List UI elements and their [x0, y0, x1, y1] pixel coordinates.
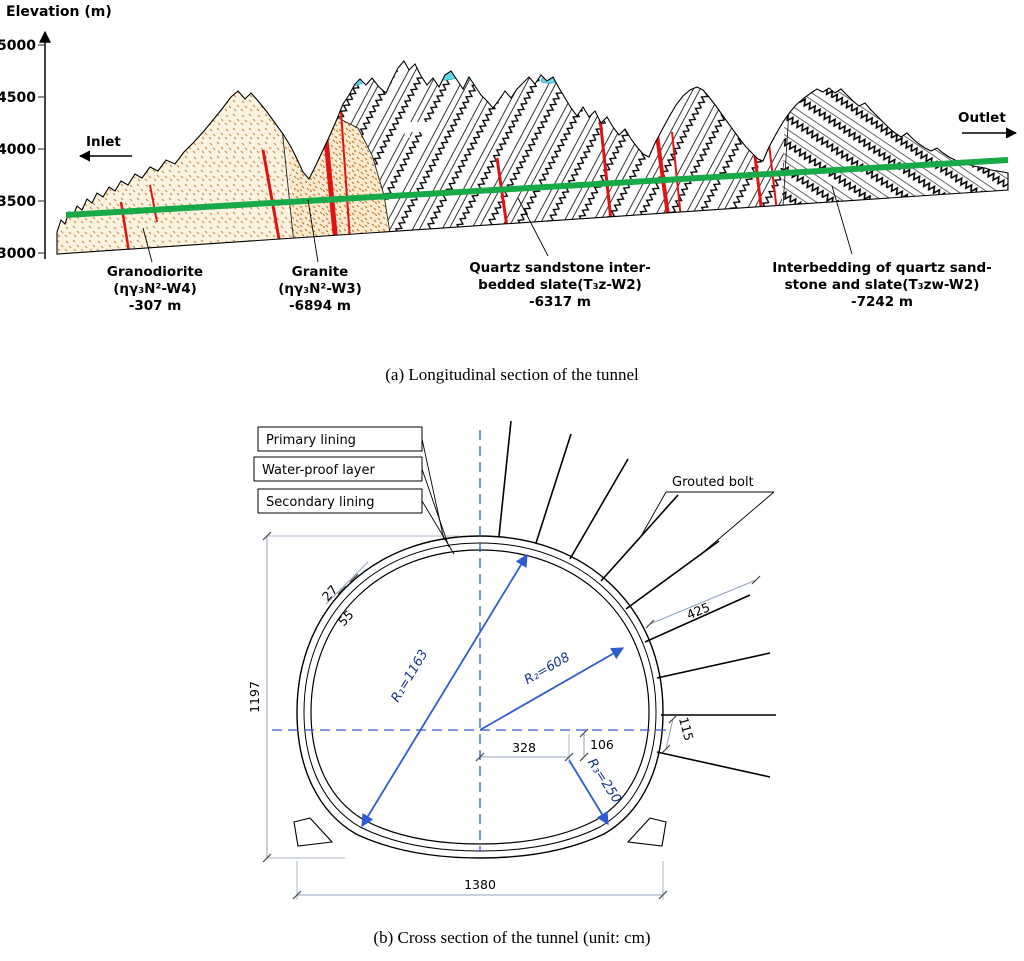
primary-lining-box — [257, 426, 423, 452]
tick-5000: 5000 — [0, 38, 36, 54]
axis-ticks — [38, 44, 45, 254]
r1-arrow — [361, 553, 528, 828]
cross-section: R₁=1163 R₂=608 R₃=250 328 106 425 — [247, 420, 776, 947]
svg-text:27: 27 — [319, 582, 341, 604]
svg-text:1380: 1380 — [464, 877, 496, 892]
svg-text:55: 55 — [335, 607, 357, 629]
tick-4000: 4000 — [0, 142, 36, 158]
dim-lining-thickness: 27 55 — [319, 561, 369, 629]
label-granodiorite: Granodiorite (ηγ₃N²-W4) -307 m — [107, 264, 203, 314]
lining-callouts: Primary lining Water-proof layer Seconda… — [253, 426, 455, 555]
region-interbedded-sandstone-slate — [780, 61, 1008, 254]
r1-label: R₁=1163 — [389, 647, 432, 705]
svg-text:-7242 m: -7242 m — [851, 294, 913, 310]
formation-leaders — [142, 185, 853, 263]
terrain-outline — [56, 60, 1009, 255]
svg-text:Granodiorite: Granodiorite — [107, 264, 203, 280]
dim-115: 115 — [661, 714, 697, 754]
secondary-lining-box — [257, 488, 423, 514]
waterproof-layer-label: Water-proof layer — [262, 463, 375, 478]
dim-328: 328 — [475, 734, 574, 764]
svg-text:1197: 1197 — [247, 681, 262, 713]
dim-106: 106 — [579, 728, 614, 762]
lining-outer — [296, 535, 664, 859]
dim-425: 425 — [645, 575, 761, 629]
svg-text:Quartz sandstone inter-: Quartz sandstone inter- — [469, 260, 651, 276]
label-interbedding: Interbedding of quartz sand- stone and s… — [772, 260, 992, 310]
axis-title: Elevation (m) — [6, 4, 112, 20]
contact-granodiorite-granite — [281, 127, 296, 254]
svg-text:bedded slate(T₃z-W2): bedded slate(T₃z-W2) — [478, 277, 642, 293]
svg-text:(ηγ₃N²-W4): (ηγ₃N²-W4) — [113, 281, 197, 297]
white-arrow-icon — [396, 116, 432, 138]
tick-3500: 3500 — [0, 194, 36, 210]
formation-labels: Granodiorite (ηγ₃N²-W4) -307 m Granite (… — [107, 260, 992, 314]
svg-text:Interbedding of quartz sand-: Interbedding of quartz sand- — [772, 260, 992, 276]
label-quartz-sandstone: Quartz sandstone inter- bedded slate(T₃z… — [469, 260, 651, 310]
region-quartz-sandstone-slate — [338, 61, 788, 254]
grouted-bolt-callout: Grouted bolt — [639, 475, 775, 556]
caption-a: (a) Longitudinal section of the tunnel — [385, 365, 639, 384]
r3-label: R₃=250 — [584, 756, 624, 806]
tick-3000: 3000 — [0, 246, 36, 262]
secondary-lining-label: Secondary lining — [266, 495, 375, 510]
waterproof-layer-box — [253, 456, 423, 482]
svg-text:115: 115 — [676, 715, 697, 742]
contact-granite-slate — [337, 117, 394, 253]
inlet-marker: Inlet — [78, 134, 132, 162]
caption-b: (b) Cross section of the tunnel (unit: c… — [373, 928, 650, 947]
primary-lining-label: Primary lining — [266, 433, 356, 448]
svg-text:328: 328 — [512, 740, 536, 755]
svg-text:Granite: Granite — [292, 264, 349, 280]
grouted-bolts — [498, 420, 776, 778]
tick-4500: 4500 — [0, 90, 36, 106]
dim-1197: 1197 — [247, 531, 460, 863]
outlet-marker: Outlet — [958, 110, 1018, 139]
svg-text:425: 425 — [684, 599, 712, 622]
lining-foot-right — [626, 817, 667, 847]
tunnel-alignment-line — [65, 157, 1009, 218]
svg-text:106: 106 — [590, 737, 614, 752]
svg-text:-6894 m: -6894 m — [289, 298, 351, 314]
r3-arrow — [568, 759, 609, 826]
dim-1380: 1380 — [292, 861, 668, 900]
elevation-axis: 5000 4500 4000 3500 3000 Elevation (m) — [0, 4, 112, 262]
svg-text:stone and slate(T₃zw-W2): stone and slate(T₃zw-W2) — [785, 277, 980, 293]
inlet-label: Inlet — [86, 134, 121, 150]
svg-text:-307 m: -307 m — [129, 298, 182, 314]
outlet-label: Outlet — [958, 110, 1006, 126]
label-granite: Granite (ηγ₃N²-W3) -6894 m — [278, 264, 362, 314]
r2-arrow — [479, 647, 625, 731]
svg-text:-6317 m: -6317 m — [529, 294, 591, 310]
lining-waterproof — [303, 542, 657, 852]
svg-text:(ηγ₃N²-W3): (ηγ₃N²-W3) — [278, 281, 362, 297]
lining-foot-left — [293, 817, 334, 847]
longitudinal-section: 5000 4500 4000 3500 3000 Elevation (m) I… — [0, 4, 1018, 384]
grouted-bolt-label: Grouted bolt — [672, 475, 754, 490]
